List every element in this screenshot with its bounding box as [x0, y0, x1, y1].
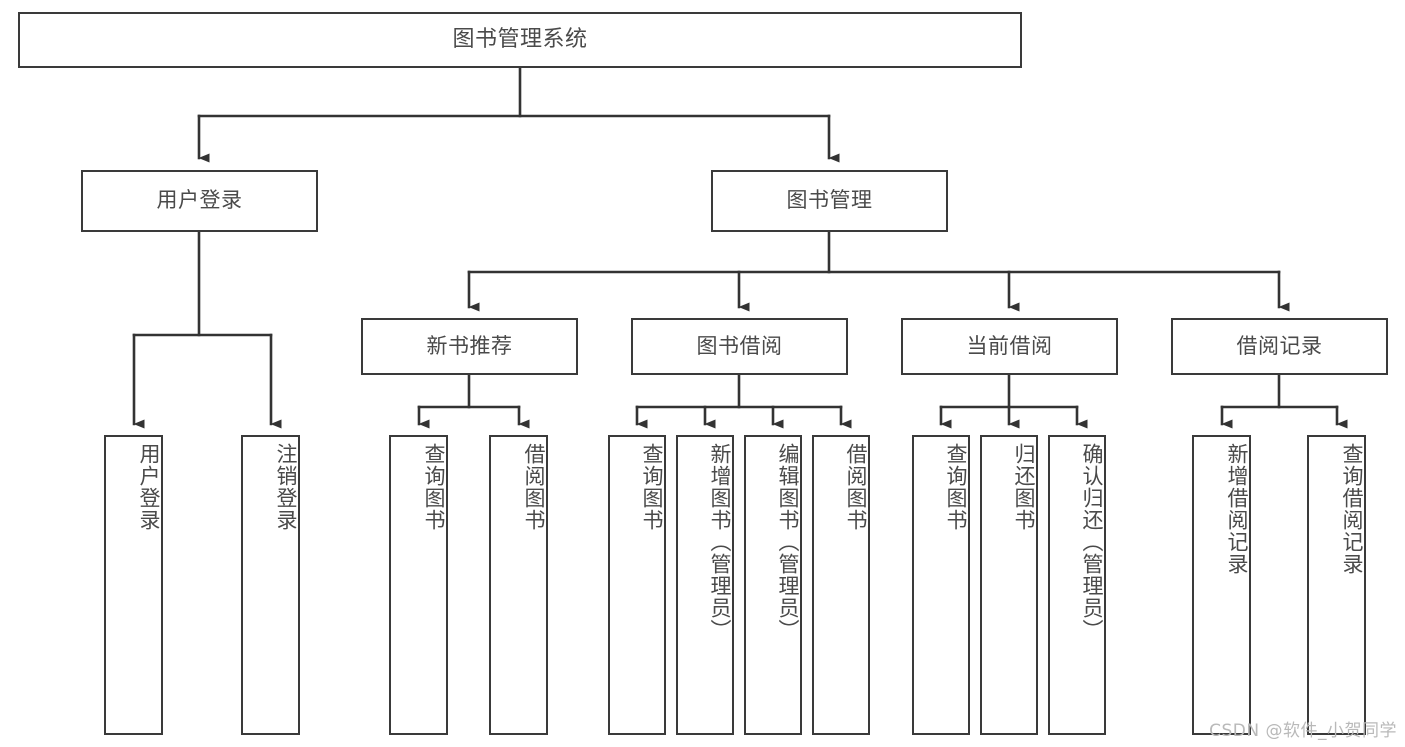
node-root[interactable]: 图书管理系统 — [18, 12, 1022, 68]
node-borrow-record[interactable]: 借阅记录 — [1171, 318, 1388, 375]
leaf-user-login[interactable]: 用户登录 — [104, 435, 163, 735]
leaf-query-record-label: 查询借阅记录 — [1340, 443, 1364, 575]
leaf-logout[interactable]: 注销登录 — [241, 435, 300, 735]
leaf-edit-book[interactable]: 编辑图书（管理员） — [744, 435, 802, 735]
leaf-edit-book-label: 编辑图书（管理员） — [776, 443, 800, 641]
node-root-label: 图书管理系统 — [452, 26, 588, 52]
leaf-query-book-3-label: 查询图书 — [944, 443, 968, 531]
node-user-login[interactable]: 用户登录 — [81, 170, 318, 232]
leaf-add-record[interactable]: 新增借阅记录 — [1192, 435, 1251, 735]
leaf-add-record-label: 新增借阅记录 — [1225, 443, 1249, 575]
leaf-logout-label: 注销登录 — [274, 443, 298, 531]
node-book-manage-label: 图书管理 — [786, 188, 873, 213]
node-borrow-record-label: 借阅记录 — [1236, 333, 1323, 358]
node-book-borrow[interactable]: 图书借阅 — [631, 318, 848, 375]
node-current-borrow-label: 当前借阅 — [966, 333, 1053, 358]
leaf-query-book-1-label: 查询图书 — [422, 443, 446, 531]
node-user-login-label: 用户登录 — [156, 188, 243, 213]
leaf-confirm-return[interactable]: 确认归还（管理员） — [1048, 435, 1106, 735]
leaf-user-login-label: 用户登录 — [137, 443, 161, 531]
leaf-query-book-3[interactable]: 查询图书 — [912, 435, 970, 735]
leaf-return-book-label: 归还图书 — [1012, 443, 1036, 531]
leaf-return-book[interactable]: 归还图书 — [980, 435, 1038, 735]
leaf-borrow-book-1-label: 借阅图书 — [522, 443, 546, 531]
leaf-query-book-2[interactable]: 查询图书 — [608, 435, 666, 735]
leaf-confirm-return-label: 确认归还（管理员） — [1080, 443, 1104, 641]
leaf-borrow-book-2-label: 借阅图书 — [844, 443, 868, 531]
leaf-borrow-book-1[interactable]: 借阅图书 — [489, 435, 548, 735]
leaf-query-book-2-label: 查询图书 — [640, 443, 664, 531]
node-book-manage[interactable]: 图书管理 — [711, 170, 948, 232]
node-book-borrow-label: 图书借阅 — [696, 333, 783, 358]
node-new-book-rec-label: 新书推荐 — [426, 333, 513, 358]
leaf-query-book-1[interactable]: 查询图书 — [389, 435, 448, 735]
node-new-book-rec[interactable]: 新书推荐 — [361, 318, 578, 375]
leaf-borrow-book-2[interactable]: 借阅图书 — [812, 435, 870, 735]
leaf-add-book-label: 新增图书（管理员） — [708, 443, 732, 641]
leaf-query-record[interactable]: 查询借阅记录 — [1307, 435, 1366, 735]
watermark: CSDN @软件_小贺同学 — [1209, 721, 1397, 741]
leaf-add-book[interactable]: 新增图书（管理员） — [676, 435, 734, 735]
node-current-borrow[interactable]: 当前借阅 — [901, 318, 1118, 375]
